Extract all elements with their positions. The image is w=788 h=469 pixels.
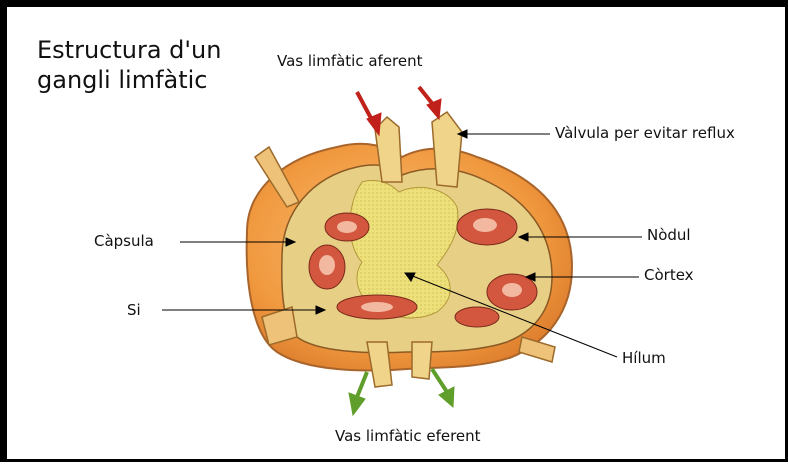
nodule-4-center	[502, 283, 522, 297]
nodule-1-center	[337, 221, 357, 233]
efferent-vessel-right	[412, 342, 432, 379]
label-afferent: Vas limfàtic aferent	[277, 52, 423, 70]
nodule-5-center	[361, 302, 393, 312]
label-nodule: Nòdul	[647, 226, 691, 244]
label-capsule: Càpsula	[94, 232, 154, 250]
nodule-2-center	[319, 255, 335, 275]
label-hilum: Hílum	[622, 349, 666, 367]
label-sinus: Si	[127, 301, 141, 319]
nodule-6	[455, 307, 499, 327]
afferent-vessel-right	[432, 112, 462, 187]
label-efferent: Vas limfàtic eferent	[335, 427, 481, 445]
nodule-3-center	[473, 218, 497, 232]
efferent-arrows	[349, 369, 454, 415]
label-valve: Vàlvula per evitar reflux	[555, 124, 735, 142]
label-cortex: Còrtex	[644, 266, 694, 284]
efferent-vessel-left	[367, 342, 392, 387]
